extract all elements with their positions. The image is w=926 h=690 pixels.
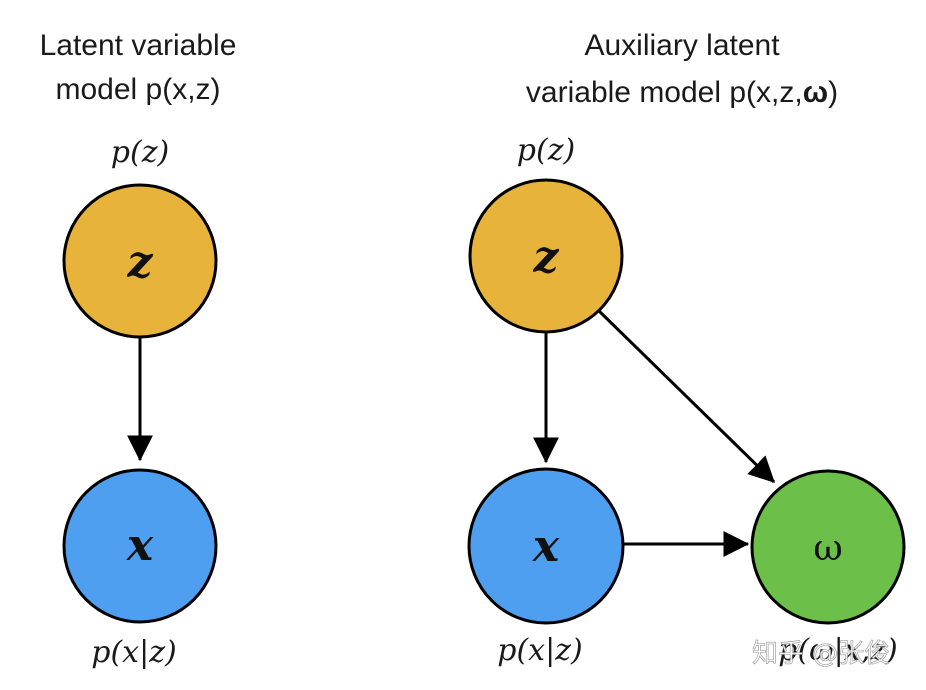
right-node-x-symbol: x [532,521,560,572]
left-panel: Latent variable model p(x,z) p(z) z x p(… [40,29,237,670]
left-label-px-given-z: p(x|z) [91,635,176,670]
right-title-line2: variable model p(x,z,ω) [526,76,838,109]
right-node-x-circle [467,467,625,625]
left-node-z: z [62,183,218,339]
right-label-pz: p(z) [517,133,575,168]
right-node-z: z [468,178,624,334]
right-label-pomega-given-xz: p(ω|x,z) [778,633,897,668]
right-label-px-given-z: p(x|z) [497,633,582,668]
left-node-x-symbol: x [126,520,154,571]
right-node-x: x [467,467,625,625]
left-node-z-circle [62,183,218,339]
right-node-omega: ω [750,469,906,625]
right-edge-z-to-omega [596,308,776,484]
right-title-line2-omega: ω [803,76,828,109]
left-node-z-symbol: z [127,237,154,288]
right-node-omega-circle [750,469,906,625]
left-title-line1: Latent variable [40,29,237,62]
watermark-text: 知乎 @张俊 [752,639,890,669]
left-label-pz: p(z) [111,135,169,170]
right-title-line2-prefix: variable model p(x,z, [526,76,803,109]
right-title-line2-suffix: ) [828,76,838,109]
right-title-line1: Auxiliary latent [584,29,780,62]
right-node-z-symbol: z [533,232,560,283]
right-node-z-circle [468,178,624,334]
left-node-x: x [62,468,218,624]
right-panel: Auxiliary latent variable model p(x,z,ω)… [467,29,906,668]
right-node-omega-symbol: ω [813,528,842,569]
left-title-line2: model p(x,z) [55,73,220,106]
left-node-x-circle [62,468,218,624]
